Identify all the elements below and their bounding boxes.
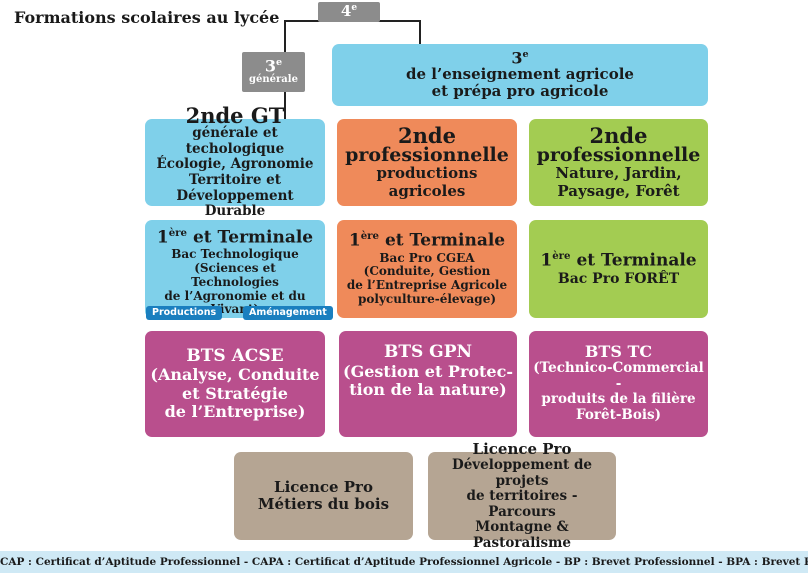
terminale-techno-title: 1ère et Terminale: [156, 227, 314, 248]
seconde-pro-nature-title1: 2nde: [589, 123, 648, 149]
terminale-cgea-line: de l’Entreprise Agricole: [346, 278, 508, 293]
terminale-cgea-line: polyculture-élevage): [358, 291, 496, 306]
bts-tc-line: produits de la filière: [541, 391, 696, 408]
seconde-pro-nature-line: Nature, Jardin,: [555, 164, 682, 183]
terminale-cgea-post: et Terminale: [379, 230, 506, 251]
level-3e-agricole-num: 3: [511, 47, 523, 67]
terminale-cgea-sup: ère: [360, 230, 380, 243]
level-3e-agricole-sup: e: [522, 48, 529, 60]
seconde-pro-nature-title2: professionnelle: [536, 144, 701, 167]
terminale-techno-box: 1ère et Terminale Bac Technologique (Sci…: [145, 220, 325, 318]
seconde-pro-nature-line: Paysage, Forêt: [557, 181, 680, 200]
bts-tc-line: Forêt-Bois): [576, 406, 661, 423]
seconde-pro-productions-title1: 2nde: [398, 123, 456, 149]
seconde-gt-line: Développement Durable: [176, 187, 294, 220]
licence-pro-territoires-line: Développement de projets: [452, 457, 592, 489]
bts-gpn-line: (Gestion et Protec-: [343, 361, 513, 381]
terminale-cgea-line: (Conduite, Gestion: [363, 264, 491, 279]
terminale-techno-line: (Sciences et Technologies: [191, 261, 279, 289]
level-4e-sup: e: [351, 3, 358, 14]
connector-4e-left: [284, 20, 286, 54]
terminale-foret-title: 1ère et Terminale: [540, 249, 697, 271]
seconde-gt-line: générale et techologique: [185, 125, 285, 157]
bts-acse-title: BTS ACSE: [186, 345, 284, 366]
bts-acse-line: et Stratégie: [182, 383, 288, 403]
terminale-cgea-line: Bac Pro CGEA: [379, 250, 475, 265]
level-3e-agricole-line2: et prépa pro agricole: [431, 82, 609, 101]
level-3e-generale-sup: e: [276, 57, 283, 69]
bts-tc-line: (Technico-Commercial -: [533, 360, 704, 392]
bts-tc-title: BTS TC: [584, 342, 653, 361]
seconde-pro-productions-line: agricoles: [388, 181, 466, 200]
footer-legend: CAP : Certificat d’Aptitude Professionne…: [0, 551, 808, 573]
level-4e-box: 4e: [318, 2, 380, 22]
footer-legend-text: CAP : Certificat d’Aptitude Professionne…: [0, 556, 808, 568]
terminale-cgea-pre: 1: [348, 230, 361, 251]
terminale-techno-pre: 1: [156, 227, 169, 248]
bts-gpn-title: BTS GPN: [383, 342, 473, 362]
seconde-gt-box: 2nde GT générale et techologique Écologi…: [145, 105, 325, 219]
page-title: Formations scolaires au lycée: [14, 8, 280, 27]
seconde-gt-title: 2nde GT: [185, 103, 285, 129]
level-3e-generale-box: 3e générale: [242, 52, 305, 92]
terminale-techno-post: et Terminale: [187, 227, 314, 248]
licence-pro-territoires-line: Montagne & Pastoralisme: [473, 519, 571, 551]
level-3e-agricole-title: 3e: [511, 47, 529, 67]
level-3e-agricole-line1: de l’enseignement agricole: [406, 64, 634, 83]
bts-acse-line: de l’Entreprise): [164, 401, 306, 421]
seconde-pro-productions-line: productions: [376, 164, 478, 183]
seconde-gt-line: Écologie, Agronomie: [156, 156, 314, 173]
seconde-gt-line: Territoire et: [188, 172, 282, 188]
level-3e-agricole-box: 3e de l’enseignement agricole et prépa p…: [332, 44, 708, 106]
level-3e-generale-num: 3: [264, 56, 277, 76]
licence-pro-bois-title: Licence Pro: [274, 477, 373, 496]
bts-acse-box: BTS ACSE (Analyse, Conduite et Stratégie…: [145, 331, 325, 437]
licence-pro-territoires-line: de territoires - Parcours: [466, 488, 578, 520]
bts-acse-line: (Analyse, Conduite: [150, 365, 320, 385]
level-3e-generale-label: générale: [249, 74, 298, 86]
terminale-techno-sup: ère: [168, 227, 188, 239]
connector-4e-right: [419, 20, 421, 44]
level-3e-generale-title: 3e: [265, 58, 282, 74]
seconde-pro-nature-box: 2nde professionnelle Nature, Jardin, Pay…: [529, 119, 708, 206]
licence-pro-territoires-title: Licence Pro: [472, 439, 572, 458]
tag-amenagement: Aménagement: [243, 306, 333, 320]
terminale-techno-line: Bac Technologique: [171, 247, 299, 262]
terminale-foret-line: Bac Pro FORÊT: [557, 271, 680, 288]
bts-gpn-line: tion de la nature): [349, 379, 507, 399]
bts-tc-box: BTS TC (Technico-Commercial - produits d…: [529, 331, 708, 437]
terminale-cgea-box: 1ère et Terminale Bac Pro CGEA (Conduite…: [337, 220, 517, 318]
licence-pro-bois-line: Métiers du bois: [257, 495, 390, 513]
seconde-pro-productions-title2: professionnelle: [345, 144, 509, 167]
terminale-foret-pre: 1: [540, 250, 553, 271]
connector-3g-down: [284, 90, 286, 120]
seconde-pro-productions-box: 2nde professionnelle productions agricol…: [337, 119, 517, 206]
terminale-foret-sup: ère: [552, 249, 571, 262]
level-4e-label: 4e: [341, 3, 357, 20]
terminale-foret-post: et Terminale: [570, 250, 697, 271]
terminale-cgea-title: 1ère et Terminale: [348, 230, 506, 251]
terminale-foret-box: 1ère et Terminale Bac Pro FORÊT: [529, 220, 708, 318]
licence-pro-territoires-box: Licence Pro Développement de projets de …: [428, 440, 616, 550]
tag-productions: Productions: [146, 306, 223, 320]
licence-pro-bois-box: Licence Pro Métiers du bois: [234, 452, 413, 540]
level-4e-num: 4: [340, 2, 352, 21]
bts-gpn-box: BTS GPN (Gestion et Protec- tion de la n…: [339, 331, 517, 437]
